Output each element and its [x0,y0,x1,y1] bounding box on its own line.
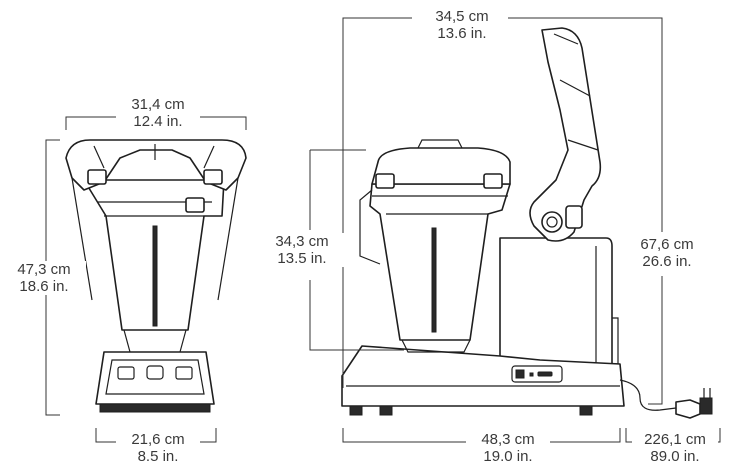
front-button-center [146,365,164,380]
front-button-right [175,366,193,380]
side-measure-strip [431,227,437,333]
side-depth-label: 48,3 cm 19.0 in. [466,431,550,465]
side-depth-dimension-line [342,428,621,443]
front-button-left [117,366,135,380]
front-view-blender [65,139,247,413]
side-container-height-dimension-line [309,149,404,351]
side-lid-open-height-dimension-line [648,28,663,405]
front-measure-strip [152,225,158,327]
front-width-label: 31,4 cm 12.4 in. [116,96,200,130]
side-container-height-label: 34,3 cm 13.5 in. [260,233,344,267]
front-height-label: 47,3 cm 18.6 in. [2,261,86,295]
side-view-blender [341,27,713,419]
side-lid-open-height-label: 67,6 cm 26.6 in. [626,236,708,270]
side-switch-panel [511,365,563,383]
cord-length-label: 226,1 cm 89.0 in. [632,431,718,465]
side-lid-open-width-label: 34,5 cm 13.6 in. [416,8,508,42]
side-lid-open-width-dimension-line [342,17,663,28]
front-base-label: 21,6 cm 8.5 in. [116,431,200,465]
